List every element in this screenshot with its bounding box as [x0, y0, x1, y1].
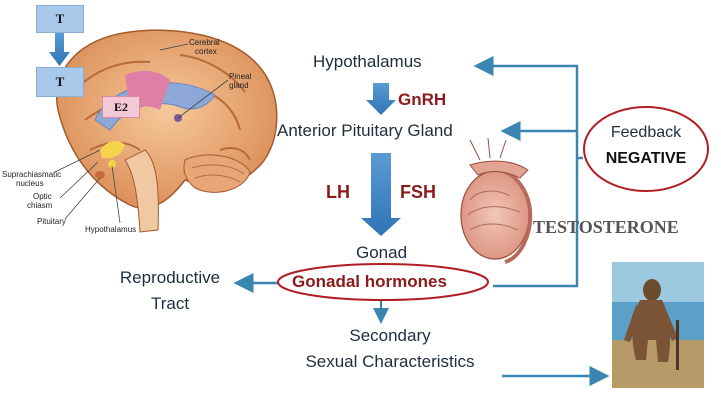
supra-line2: nucleus	[16, 179, 44, 188]
arrow-pituitary-to-gonad	[361, 153, 401, 236]
pineal-line1: Pineal	[229, 72, 252, 81]
feedback-oval	[583, 106, 709, 192]
optic-chiasm-label: Optic chiasm	[27, 192, 52, 210]
feedback-line1: Feedback	[610, 124, 682, 141]
pineal-line2: gland	[229, 81, 249, 90]
testosterone-label: TESTOSTERONE	[533, 217, 679, 237]
brain-illustration	[49, 29, 278, 233]
pineal-gland-label: Pineal gland	[229, 72, 251, 90]
e2-label: E2	[113, 100, 128, 114]
pituitary-label: Pituitary	[37, 217, 66, 226]
secondary-line2: Sexual Characteristics	[305, 352, 475, 371]
gonadal-hormones-oval	[277, 263, 489, 301]
cerebral-cortex-label: Cerebral cortex	[189, 38, 220, 56]
gnrh-label: GnRH	[398, 90, 447, 109]
reproductive-line1: Reproductive	[119, 268, 221, 287]
pituitary-text: Pituitary	[37, 217, 66, 226]
brain-hypothalamus-label: Hypothalamus	[85, 225, 136, 234]
gonad-label: Gonad	[356, 243, 408, 262]
secondary-characteristics-label: Secondary Sexual Characteristics	[283, 326, 497, 372]
arrow-hypothalamus-to-pituitary	[366, 83, 396, 115]
cerebral-cortex-line1: Cerebral	[189, 38, 220, 47]
anterior-pituitary-label: Anterior Pituitary Gland	[277, 121, 453, 140]
t-label-top: T	[55, 11, 65, 26]
brain-hypothalamus-text: Hypothalamus	[85, 225, 137, 234]
testosterone-box-top: T	[36, 5, 84, 33]
testosterone-box-bottom: T	[36, 67, 84, 97]
testis-illustration	[460, 137, 533, 264]
human-figure-image	[612, 262, 704, 388]
feedback-line2: NEGATIVE	[605, 150, 687, 167]
feedback-label: Feedback NEGATIVE	[590, 120, 702, 172]
estradiol-box: E2	[102, 96, 140, 118]
feedback-line	[473, 56, 579, 288]
cerebral-cortex-line2: cortex	[195, 47, 217, 56]
secondary-line1: Secondary	[349, 326, 431, 345]
hypothalamus-label: Hypothalamus	[313, 52, 422, 71]
supra-line1: Suprachiasmatic	[2, 170, 62, 179]
fsh-label: FSH	[400, 182, 436, 202]
suprachiasmatic-label: Suprachiasmatic nucleus	[2, 170, 61, 188]
reproductive-tract-label: Reproductive Tract	[108, 268, 232, 314]
lh-label: LH	[326, 182, 350, 202]
optic-line1: Optic	[33, 192, 52, 201]
reproductive-line2: Tract	[150, 294, 190, 313]
gonadal-hormones-label: Gonadal hormones	[292, 272, 447, 291]
t-label-bottom: T	[55, 74, 65, 89]
optic-line2: chiasm	[27, 201, 53, 210]
